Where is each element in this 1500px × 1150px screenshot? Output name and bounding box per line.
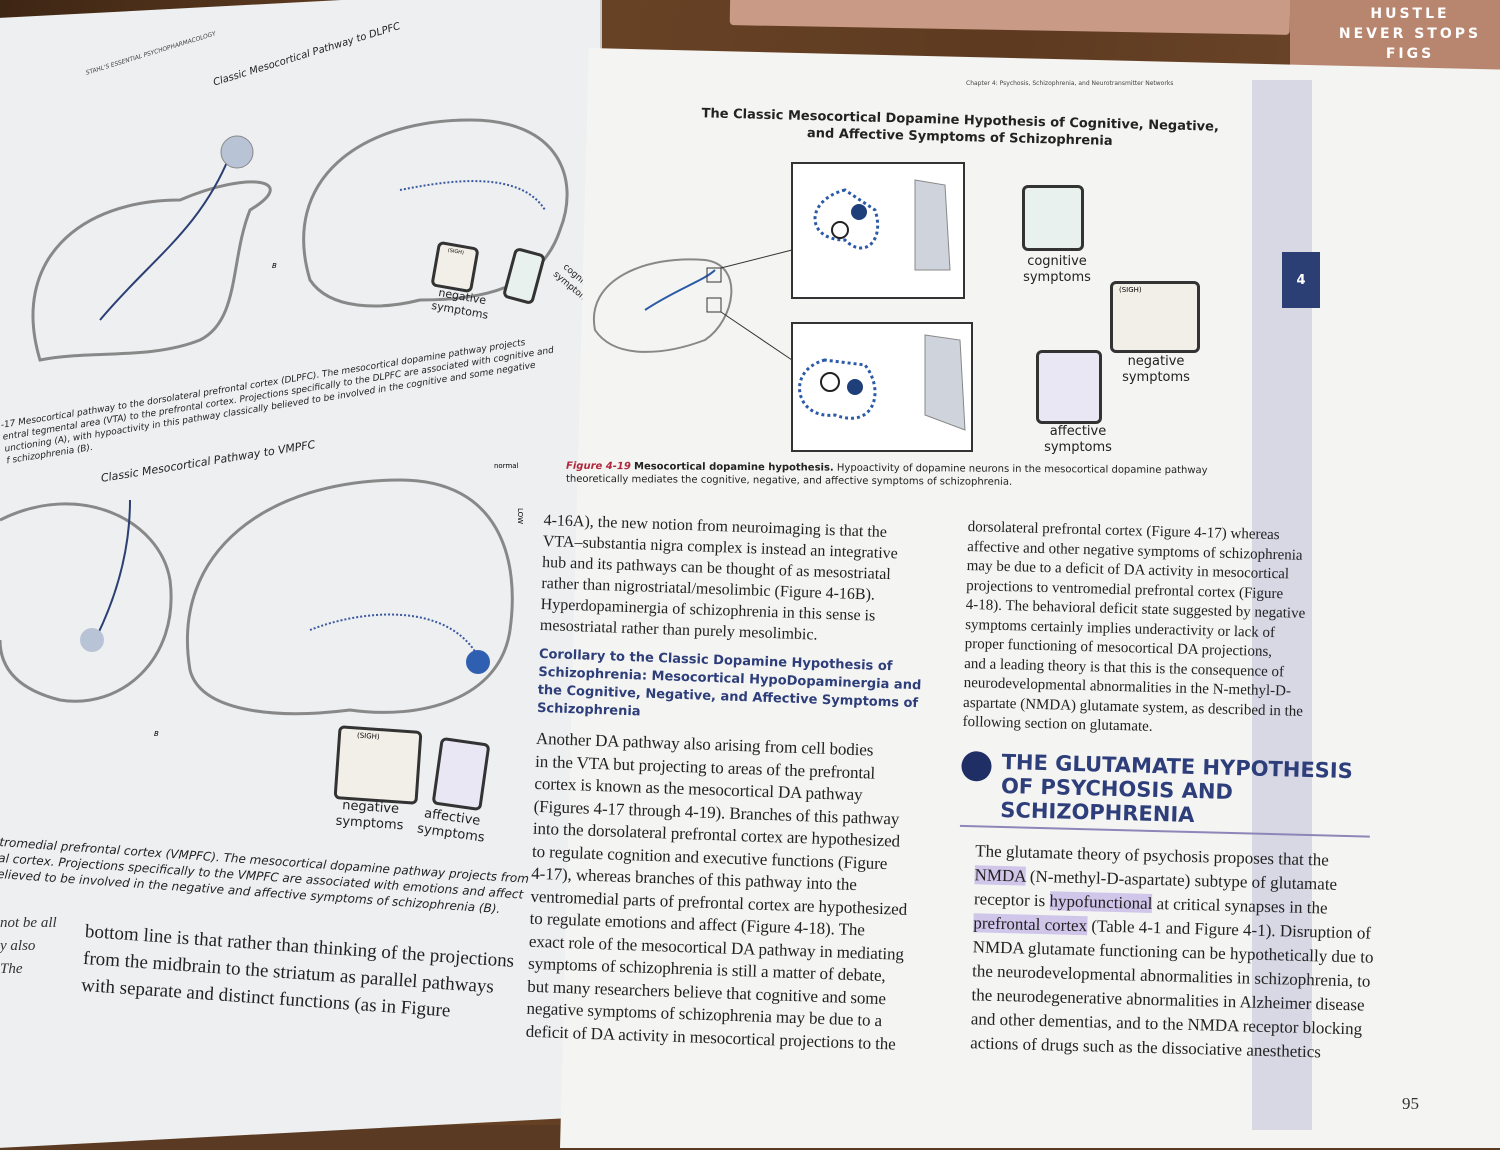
box-text-line: HUSTLE (1370, 6, 1450, 22)
section-heading: THE GLUTAMATE HYPOTHESIS OF PSYCHOSIS AN… (959, 748, 1372, 838)
page-number: 95 (1402, 1094, 1419, 1113)
thermo-low: LOW (516, 507, 525, 525)
sigh-text: (SIGH) (356, 731, 380, 742)
affective-symptoms-icon (431, 736, 491, 812)
text: receptor is (973, 888, 1050, 910)
column-1: 4-16A), the new notion from neuroimaging… (525, 510, 943, 1057)
sigh-text: (SIGH) (1119, 286, 1142, 294)
figure-caption-bold: Mesocortical dopamine hypothesis. (633, 461, 834, 474)
fragment: not be all (0, 915, 57, 931)
column-2: dorsolateral prefrontal cortex (Figure 4… (954, 518, 1374, 1065)
corollary-heading: Corollary to the Classic Dopamine Hypoth… (537, 646, 939, 732)
figs-box-text: HUSTLE NEVER STOPS FIGS (1320, 4, 1500, 64)
section-bullet-icon (961, 750, 992, 782)
glutamate-paragraph: The glutamate theory of psychosis propos… (954, 838, 1374, 1064)
mesocortical-paragraph: Another DA pathway also arising from cel… (525, 728, 936, 1057)
right-running-head: Chapter 4: Psychosis, Schizophrenia, and… (966, 80, 1174, 87)
panel-b-label: B (272, 262, 277, 270)
negative-symptoms-icon: (SIGH) (1110, 281, 1200, 353)
highlight: hypofunctional (1049, 890, 1153, 913)
highlight: prefrontal cortex (973, 912, 1088, 935)
box-text-line: NEVER STOPS (1338, 26, 1482, 42)
label-affective-symptoms: affective symptoms (1044, 424, 1112, 455)
chapter-tab: 4 (1282, 252, 1320, 308)
left-margin-fragments: not be all y also The (0, 912, 57, 981)
label-negative-symptoms: negative symptoms (1122, 354, 1190, 385)
negative-symptoms-icon: (SIGH) (333, 725, 423, 805)
highlight: NMDA (974, 864, 1026, 886)
mesocortical-diagram (592, 162, 973, 452)
text: (Table 4-1 and Figure 4-1). Disruption o… (1086, 915, 1372, 943)
affective-symptoms-icon (1036, 350, 1102, 424)
fragment: The (0, 961, 23, 977)
thermo-normal: normal (494, 462, 519, 470)
figure-caption: Figure 4-19 Mesocortical dopamine hypoth… (566, 460, 1208, 490)
box-text-line: FIGS (1385, 46, 1435, 62)
brain-diagram-dlpfc (31, 118, 569, 362)
text: at critical synapses in the (1152, 893, 1328, 918)
cognitive-symptoms-icon (1022, 185, 1084, 251)
fragment: y also (0, 938, 36, 954)
brain-diagram-vmpfc (0, 478, 514, 716)
panel-b-label-2: B (154, 730, 159, 738)
label-cognitive-symptoms: cognitive symptoms (1023, 254, 1091, 285)
sigh-text: (SIGH) (447, 247, 465, 257)
figure-number: Figure 4-19 (566, 460, 631, 473)
label-negative-symptoms: negative symptoms (335, 798, 404, 834)
